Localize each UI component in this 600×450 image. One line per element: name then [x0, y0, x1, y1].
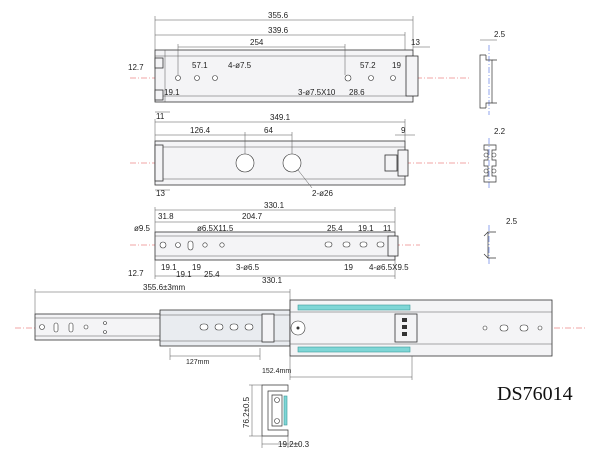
mounting-hole [390, 75, 396, 81]
profile-outline [261, 384, 289, 437]
section-3-thickness: 2.5 [506, 217, 518, 226]
mounting-hole [175, 75, 181, 81]
view-outer-member: 355.6 339.6 254 13 12.7 57.1 4-ø7.5 57.2… [128, 11, 470, 121]
assembly-inner-member [34, 313, 171, 341]
mounting-hole [202, 242, 208, 248]
inner-profile-section [483, 231, 496, 259]
mounting-hole [368, 75, 374, 81]
mounting-hole [159, 241, 167, 249]
inner-member-rail [154, 231, 396, 261]
dim-19-1-b: 19.1 [176, 270, 192, 279]
dim-204-7: 204.7 [242, 212, 263, 221]
dim-3-d7-5x10: 3-ø7.5X10 [298, 88, 336, 97]
dim-3-d6-5: 3-ø6.5 [236, 263, 260, 272]
assembly-view: 355.6±3mm 127mm 152.4mm [15, 283, 585, 380]
mounting-hole [219, 242, 225, 248]
dim-64: 64 [264, 126, 273, 135]
dim-57-1: 57.1 [192, 61, 208, 70]
dim-4-d6-5x9-5: 4-ø6.5X9.5 [369, 263, 409, 272]
dim-126-4: 126.4 [190, 126, 211, 135]
slot-hole [324, 241, 333, 248]
dim-330-1-bottom: 330.1 [262, 276, 283, 285]
dim-19-2-width: 19.2±0.3 [278, 440, 310, 449]
dim-355-6: 355.6 [268, 11, 289, 20]
dim-330-1-top: 330.1 [264, 201, 285, 210]
dim-2-d26: 2-ø26 [312, 189, 333, 198]
dim-19-1-a: 19.1 [161, 263, 177, 272]
intermediate-member-rail [154, 140, 406, 186]
outer-member-rail [154, 49, 414, 103]
dim-19-b: 19 [344, 263, 353, 272]
dim-d9-5: ø9.5 [134, 224, 151, 233]
dim-76-2-height: 76.2±0.5 [242, 396, 251, 428]
outer-profile-section [479, 54, 493, 109]
mounting-hole [175, 242, 181, 248]
slot-hole [342, 241, 351, 248]
dim-57-2: 57.2 [360, 61, 376, 70]
view-inner-member: 330.1 31.8 204.7 ø9.5 ø6.5X11.5 25.4 19.… [128, 201, 420, 285]
dim-12-7: 12.7 [128, 269, 144, 278]
ball-bearing-strip-top [297, 304, 411, 311]
ball-bearing-strip-bottom [297, 346, 411, 353]
section-profiles: 2.5 2.2 2.5 [479, 30, 518, 265]
slot-hole [344, 74, 352, 82]
dim-13: 13 [411, 38, 420, 47]
dim-9: 9 [401, 126, 406, 135]
dim-254: 254 [250, 38, 264, 47]
model-number: DS76014 [497, 383, 573, 405]
access-hole [282, 153, 302, 173]
slot-hole [376, 241, 385, 248]
dim-13: 13 [156, 189, 165, 198]
dim-127mm: 127mm [186, 359, 210, 366]
dim-355-6-3mm: 355.6±3mm [143, 283, 186, 292]
dim-152-4mm: 152.4mm [262, 368, 291, 375]
dim-19-a: 19 [192, 263, 201, 272]
dim-12-7: 12.7 [128, 63, 144, 72]
dim-11: 11 [383, 224, 392, 233]
section-2-thickness: 2.2 [494, 127, 506, 136]
dim-d6-5x11-5: ø6.5X11.5 [197, 224, 234, 233]
section-1-thickness: 2.5 [494, 30, 506, 39]
cross-section-profile: 76.2±0.5 19.2±0.3 [242, 384, 310, 449]
dim-28-6: 28.6 [349, 88, 365, 97]
dim-11: 11 [156, 112, 165, 121]
intermediate-profile-section [483, 144, 497, 183]
mounting-hole [194, 75, 200, 81]
dim-19-1-top: 19.1 [358, 224, 374, 233]
dim-339-6: 339.6 [268, 26, 289, 35]
dim-4-d7-5: 4-ø7.5 [228, 61, 252, 70]
dim-25-4-top: 25.4 [327, 224, 343, 233]
dim-19-1: 19.1 [164, 88, 180, 97]
slot-hole [187, 240, 194, 251]
dim-25-4: 25.4 [204, 270, 220, 279]
dim-349-1: 349.1 [270, 113, 291, 122]
dim-19: 19 [392, 61, 401, 70]
view-intermediate-member: 349.1 126.4 64 9 13 2-ø26 [130, 113, 470, 198]
access-hole [235, 153, 255, 173]
dim-31-8: 31.8 [158, 212, 174, 221]
mounting-hole [212, 75, 218, 81]
slot-hole [359, 241, 368, 248]
